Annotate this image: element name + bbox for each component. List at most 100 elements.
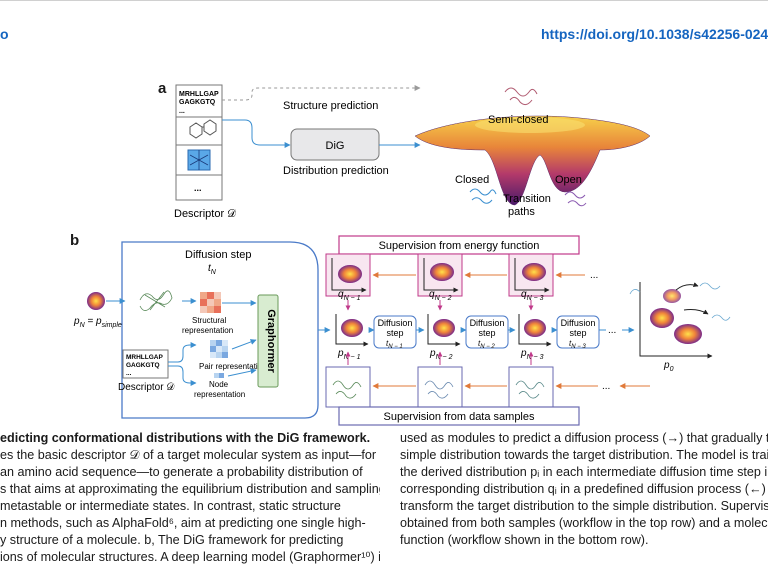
node-representation-icon xyxy=(214,373,224,378)
p-label-3: pN − 3 xyxy=(520,348,544,361)
caption-right-line-1: used as modules to predict a diffusion p… xyxy=(400,431,768,445)
descriptor-b-sequence-line2: GAGKGTQ xyxy=(126,362,160,369)
caption-right-line-4: corresponding distribution qᵢ in a prede… xyxy=(400,482,768,496)
pair-to-graphormer-arrow xyxy=(231,339,257,350)
supervision-data-box xyxy=(338,406,580,426)
q-label-3: qN − 3 xyxy=(521,289,544,302)
descriptor-list-ellipsis: ... xyxy=(194,183,202,193)
descriptor-sequence-ellipsis: ... xyxy=(179,108,185,115)
panel-b-letter: b xyxy=(70,232,80,249)
p-panel-1 xyxy=(335,314,369,347)
descriptor-sequence-line2: GAGKGTQ xyxy=(179,99,216,106)
caption-right-line-3: the derived distribution pᵢ in each inte… xyxy=(400,465,768,479)
diffusion-box-2-t: tN − 2 xyxy=(478,339,495,350)
closed-protein-icon xyxy=(469,188,497,204)
descriptor-b-sequence-line1: MRHLLGAP xyxy=(126,354,163,361)
diffusion-box-2-line1: Diffusion xyxy=(470,318,505,328)
diffusion-box-3-t: tN − 3 xyxy=(569,339,586,350)
caption-left-line-3: an amino acid sequence—to generate a pro… xyxy=(0,465,363,479)
diffusion-box-3-line2: step xyxy=(569,328,586,338)
descriptor-to-dig-arrow xyxy=(222,119,291,148)
descriptor-label-a: Descriptor 𝒟 xyxy=(174,208,236,220)
caption-left-line-7: y structure of a molecule. b, The DiG fr… xyxy=(0,533,344,547)
descriptor-stack: MRHLLGAP GAGKGTQ ... ... xyxy=(175,84,223,201)
closed-label: Closed xyxy=(455,174,489,186)
p-panel-2 xyxy=(427,314,461,347)
header-left-fragment: o xyxy=(0,26,9,42)
caption-right-line-5: transform the target distribution to the… xyxy=(400,499,768,513)
dig-box-label: DiG xyxy=(326,140,345,152)
caption-left-line-8: ions of molecular structures. A deep lea… xyxy=(0,550,380,564)
simple-distribution-icon xyxy=(87,292,105,310)
descriptor-to-node-arrow xyxy=(168,365,197,386)
supervision-data-label: Supervision from data samples xyxy=(383,411,535,423)
diffusion-box-1-line2: step xyxy=(386,328,403,338)
open-label: Open xyxy=(555,174,582,186)
pair-rep-label: Pair representation xyxy=(199,362,267,371)
q-panel-1 xyxy=(325,253,371,297)
diffusion-box-2 xyxy=(465,315,509,349)
structural-representation-icon xyxy=(200,292,221,313)
molecule-graph-icon xyxy=(189,119,217,139)
protein-cloud-icon xyxy=(139,290,173,311)
sample-panel-1 xyxy=(325,366,371,408)
diffusion-box-1-t: tN − 1 xyxy=(386,339,403,350)
descriptor-label-b: Descriptor 𝒟 xyxy=(118,382,174,393)
p-label-1: pN − 1 xyxy=(337,348,361,361)
supervision-energy-label: Supervision from energy function xyxy=(379,240,540,252)
caption-left-line-1: edicting conformational distributions wi… xyxy=(0,431,371,445)
caption-left-line-4: s that aims at approximating the equilib… xyxy=(0,482,380,496)
caption-right-line-2: simple distribution towards the target d… xyxy=(400,448,768,462)
top-row-ellipsis: ... xyxy=(590,270,598,281)
structural-rep-label-line2: representation xyxy=(182,326,233,335)
node-rep-label-line1: Node xyxy=(209,380,229,389)
doi-link[interactable]: https://doi.org/10.1038/s42256-024 xyxy=(541,26,768,42)
node-rep-label-line2: representation xyxy=(194,390,245,399)
structural-rep-label-line1: Structural xyxy=(192,316,226,325)
middle-row-ellipsis: ... xyxy=(608,325,616,336)
diffusion-box-3 xyxy=(556,315,600,349)
graphormer-label: Graphormer xyxy=(265,309,277,373)
transition-label-line2: paths xyxy=(508,206,535,218)
distribution-prediction-label: Distribution prediction xyxy=(283,165,389,177)
caption-left-line-2: es the basic descriptor 𝒟 of a target mo… xyxy=(0,448,377,462)
caption-left-line-5: metastable or intermediate states. In co… xyxy=(0,499,341,513)
q-label-2: qN − 2 xyxy=(429,289,452,302)
p-simple-label: pN = psimple xyxy=(73,316,122,329)
bottom-row-ellipsis: ... xyxy=(602,381,610,392)
structure-prediction-label: Structure prediction xyxy=(283,100,378,112)
q-label-1: qN − 1 xyxy=(338,289,361,302)
transition-label-line1: Transition xyxy=(503,193,551,205)
p0-target-distribution xyxy=(629,282,731,359)
structure-prediction-arrow xyxy=(222,85,421,101)
descriptor-b-sequence-ellipsis: ... xyxy=(126,370,132,377)
diffusion-step-t: tN xyxy=(208,263,217,276)
caption-right-line-7: function (workflow shown in the bottom r… xyxy=(400,533,649,547)
descriptor-to-pair-arrow xyxy=(168,342,197,363)
sample-panel-3 xyxy=(508,366,554,408)
diffusion-box-1 xyxy=(373,315,417,349)
diffusion-box-3-line1: Diffusion xyxy=(561,318,596,328)
diffusion-step-title: Diffusion step xyxy=(185,249,251,261)
descriptor-sequence-line1: MRHLLGAP xyxy=(179,91,219,98)
energy-landscape xyxy=(414,115,651,206)
caption-right-column: used as modules to predict a diffusion p… xyxy=(400,430,768,549)
p-label-2: pN − 2 xyxy=(429,348,453,361)
panel-a-letter: a xyxy=(158,80,167,97)
p-panel-3 xyxy=(518,314,552,347)
top-rule xyxy=(0,0,768,1)
diffusion-box-2-line2: step xyxy=(478,328,495,338)
descriptor-sequence-box-b xyxy=(122,349,169,379)
caption-left-line-6: n methods, such as AlphaFold⁶, aim at pr… xyxy=(0,516,366,530)
semi-closed-protein-icon xyxy=(504,87,538,106)
p0-label: p0 xyxy=(663,360,674,373)
figure-canvas: MRHLLGAP GAGKGTQ ... ... Descriptor 𝒟 St… xyxy=(73,84,731,426)
q-panel-2 xyxy=(417,253,463,297)
node-to-graphormer-arrow xyxy=(227,368,257,377)
open-protein-icon xyxy=(564,191,587,207)
q-panel-3 xyxy=(508,253,554,297)
graphormer-box xyxy=(257,294,279,388)
semi-closed-label: Semi-closed xyxy=(488,114,549,126)
pair-representation-icon xyxy=(210,340,228,358)
diffusion-box-1-line1: Diffusion xyxy=(378,318,413,328)
